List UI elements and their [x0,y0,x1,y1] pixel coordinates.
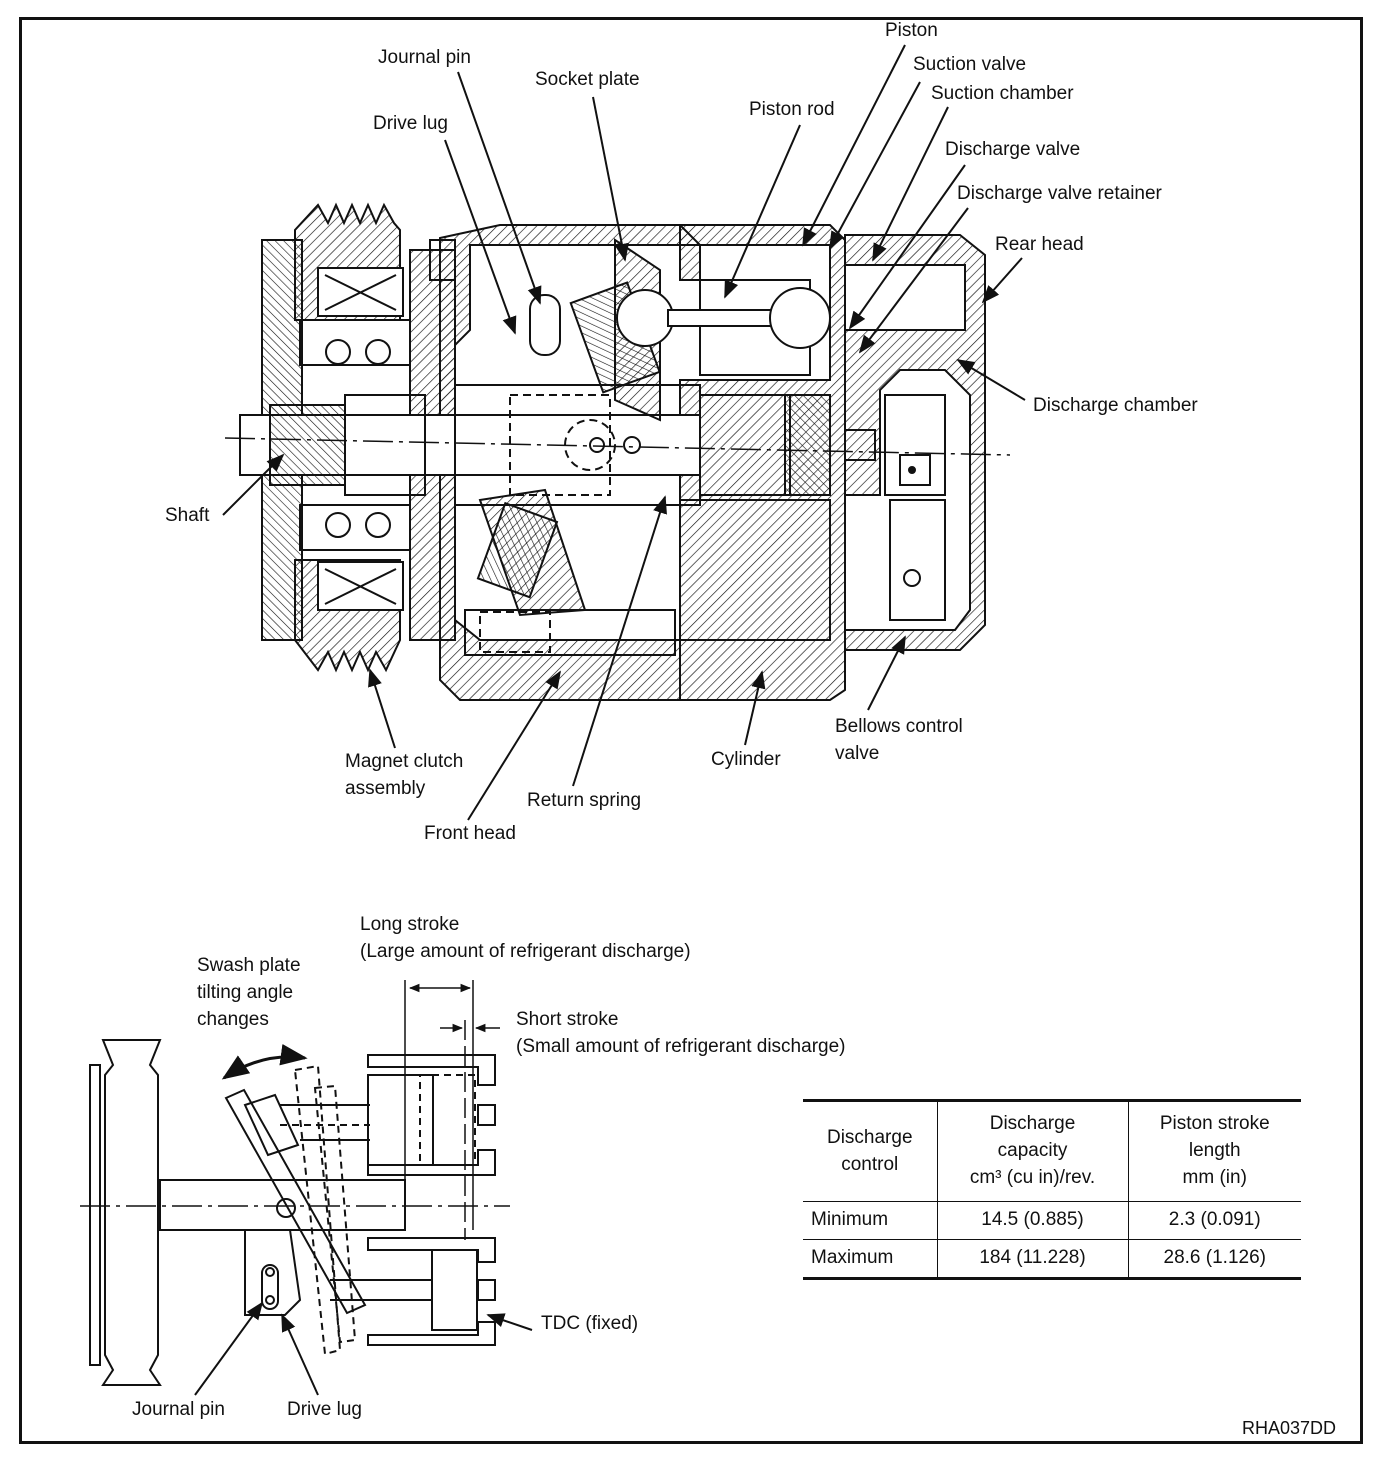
label-journal-pin-top: Journal pin [378,47,471,68]
header-discharge-capacity: Discharge capacity cm³ (cu in)/rev. [936,1101,1128,1202]
label-discharge-valve: Discharge valve [945,139,1081,160]
shaft-assembly [239,238,876,617]
label-piston: Piston [885,20,938,41]
label-suction-chamber: Suction chamber [931,83,1074,104]
cell-stroke: 2.3 (0.091) [1127,1201,1301,1240]
label-front-head: Front head [424,823,516,844]
label-bellows-control-valve: Bellows control valve [835,716,963,764]
figure-frame [19,17,1363,1444]
label-discharge-chamber: Discharge chamber [1033,395,1198,416]
shaft-centerline [224,437,1011,456]
label-discharge-valve-retainer: Discharge valve retainer [957,183,1162,204]
piston-assembly [464,287,831,656]
cell-control: Minimum [803,1201,937,1240]
label-short-stroke: Short stroke (Small amount of refrigeran… [516,1009,846,1057]
label-journal-pin-bottom: Journal pin [132,1399,225,1420]
label-return-spring: Return spring [527,790,642,811]
table-top-rule [803,1099,1301,1102]
table-row: Maximum 184 (11.228) 28.6 (1.126) [803,1239,1301,1277]
label-cylinder: Cylinder [711,749,781,770]
figure-code: RHA037DD [1242,1418,1337,1438]
leader-lines-top [222,44,1026,821]
label-drive-lug-top: Drive lug [373,113,448,134]
header-piston-stroke-length: Piston stroke length mm (in) [1127,1101,1301,1202]
label-suction-valve: Suction valve [913,54,1027,75]
swash-plate-schematic [80,980,510,1386]
label-shaft: Shaft [165,505,210,526]
schematic-pulley [101,1039,162,1386]
label-tdc-fixed: TDC (fixed) [541,1313,639,1334]
cell-capacity: 184 (11.228) [936,1239,1128,1277]
cell-stroke: 28.6 (1.126) [1127,1239,1301,1277]
label-drive-lug-bottom: Drive lug [287,1399,362,1420]
table-row: Minimum 14.5 (0.885) 2.3 (0.091) [803,1201,1301,1240]
compressor-cross-section [224,202,1011,701]
label-long-stroke: Long stroke (Large amount of refrigerant… [360,914,691,962]
label-rear-head: Rear head [995,234,1084,255]
table-header-row: Discharge control Discharge capacity cm³… [803,1101,1301,1202]
rear-head [844,234,986,651]
table-bottom-rule [803,1277,1301,1280]
leader-lines-bottom [194,1301,533,1396]
cell-capacity: 14.5 (0.885) [936,1201,1128,1240]
header-discharge-control: Discharge control [803,1101,937,1202]
schematic-upper-cylinder [367,1054,496,1086]
label-socket-plate: Socket plate [535,69,640,90]
label-swash-plate: Swash plate tilting angle changes [197,955,301,1030]
schematic-drive-lug [244,1229,302,1316]
schematic-shaft [159,1179,406,1231]
schematic-swash-plate [224,1088,367,1315]
discharge-spec-table: Discharge control Discharge capacity cm³… [803,1101,1301,1277]
label-piston-rod: Piston rod [749,99,835,120]
label-magnet-clutch-assembly: Magnet clutch assembly [345,751,464,799]
cell-control: Maximum [811,1247,894,1269]
